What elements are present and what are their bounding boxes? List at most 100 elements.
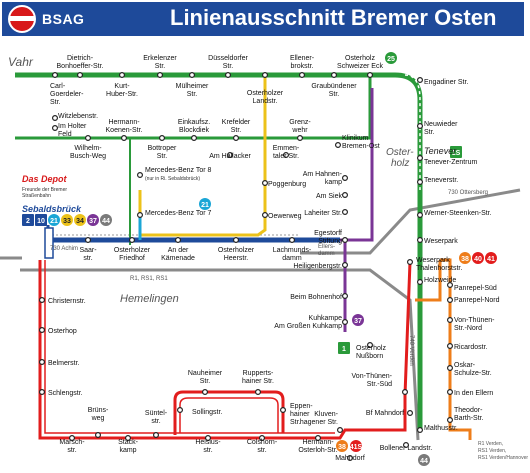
station-label-osterhop[interactable]: Osterhop xyxy=(48,328,77,335)
stop-poggenburg[interactable] xyxy=(262,180,269,187)
station-label-schlengstr[interactable]: Schlengstr. xyxy=(48,390,83,397)
line-badge-weserpark-41[interactable]: 41 xyxy=(485,252,497,264)
station-label-von-thuenen-str-nord[interactable]: Von-Thünen-Str.-Nord xyxy=(454,317,495,332)
stop-bollener-landstr[interactable] xyxy=(403,442,410,449)
bsag-logo[interactable]: BSAG xyxy=(2,2,110,36)
stop-von-thuenen-str-nord[interactable] xyxy=(447,317,454,324)
stop-teneverstr[interactable] xyxy=(417,179,424,186)
stop-kurt-huber-str[interactable] xyxy=(118,71,125,78)
line-badge-weserpark-40[interactable]: 40 xyxy=(472,252,484,264)
station-label-kurt-huber-str[interactable]: Kurt-Huber-Str. xyxy=(106,83,138,98)
station-label-panrepel-nord[interactable]: Panrepel-Nord xyxy=(454,297,500,304)
stop-am-hallacker[interactable] xyxy=(227,152,234,159)
stop-wilhelm-busch-weg[interactable] xyxy=(84,135,91,142)
stop-ellener-brokstr[interactable] xyxy=(299,71,306,78)
stop-im-holter-feld[interactable] xyxy=(51,124,58,131)
station-label-heisiusstr[interactable]: Heisius-str. xyxy=(195,439,221,454)
station-label-stackkamp[interactable]: Stack-kamp xyxy=(118,439,139,454)
station-label-tenever-zentrum[interactable]: Tenever-Zentrum xyxy=(424,159,477,166)
line-badge-sebaldsbrueck-44[interactable]: 44 xyxy=(100,214,112,226)
stop-osterholz-schweizer-eck[interactable] xyxy=(367,71,374,78)
stop-oewerweg[interactable] xyxy=(262,212,269,219)
stop-einkaufszentrum-blockdiek[interactable] xyxy=(191,135,198,142)
station-label-von-thuenen-str-sued[interactable]: Von-Thünen-Str.-Süd xyxy=(352,373,393,388)
stop-dietrich-bonhoeffer-str[interactable] xyxy=(76,71,83,78)
station-label-malthusstr[interactable]: Malthusstr. xyxy=(424,425,458,432)
stop-osterholzer-heerstr[interactable] xyxy=(233,237,240,244)
station-label-engadiner-str[interactable]: Engadiner Str. xyxy=(424,79,468,86)
station-label-christernstr[interactable]: Christernstr. xyxy=(48,298,86,305)
stop-mercedes-benz-tor-7[interactable] xyxy=(137,212,144,219)
station-label-in-den-ellern[interactable]: In den Ellern xyxy=(454,390,493,397)
station-label-grenzwehr[interactable]: Grenz-wehr xyxy=(289,119,311,134)
stop-christernstr[interactable] xyxy=(38,297,45,304)
stop-eppenhainer-str[interactable] xyxy=(280,407,287,414)
stop-werner-steenken-str[interactable] xyxy=(417,212,424,219)
station-label-werner-steenken-str[interactable]: Werner-Steenken-Str. xyxy=(424,210,492,217)
station-label-mercedes-benz-tor-8[interactable]: Mercedes-Benz Tor 8 xyxy=(145,167,212,174)
station-label-am-hahnenkamp[interactable]: Am Hahnen-kamp xyxy=(303,171,343,186)
stop-hermann-osterloh-str[interactable] xyxy=(315,435,322,442)
line-badge-mahndorf-41S[interactable]: 41S xyxy=(350,440,363,452)
line-badge-sebaldsbrueck-37[interactable]: 37 xyxy=(87,214,99,226)
station-label-poggenburg[interactable]: Poggenburg xyxy=(268,181,306,188)
stop-osterholzer-landstr[interactable] xyxy=(262,71,269,78)
station-label-hermann-koenen-str[interactable]: Hermann-Koenen-Str. xyxy=(106,119,143,134)
stop-marschstr[interactable] xyxy=(68,435,75,442)
station-label-einkaufszentrum-blockdiek[interactable]: Einkaufsz.Blockdiek xyxy=(178,119,210,134)
stop-tenever-zentrum[interactable] xyxy=(417,155,424,162)
station-label-mercedes-benz-tor-7[interactable]: Mercedes-Benz Tor 7 xyxy=(145,210,212,217)
stop-mercedes-benz-tor-8[interactable] xyxy=(137,172,144,179)
stop-am-siek[interactable] xyxy=(342,192,349,199)
line-badge-mercedes-benz-tor7[interactable]: 21 xyxy=(199,198,211,210)
stop-kluvenhagener-str[interactable] xyxy=(337,427,344,434)
line-badge-mahndorf-s-44[interactable]: 44 xyxy=(418,454,430,466)
stop-klinikum-bremen-ost[interactable] xyxy=(335,142,342,149)
stop-oskar-schulze-str[interactable] xyxy=(447,365,454,372)
station-label-beim-bohnenhof[interactable]: Beim Bohnenhof xyxy=(290,294,342,301)
stop-laheiter-str[interactable] xyxy=(342,209,349,216)
stop-muehlheimer-str[interactable] xyxy=(189,71,196,78)
stop-ruppertshainer-str[interactable] xyxy=(255,389,262,396)
stop-witzlebenstr[interactable] xyxy=(51,114,58,121)
line-badge-weserpark-38[interactable]: 38 xyxy=(459,252,471,264)
stop-mahndorf[interactable] xyxy=(347,455,354,462)
line-badge-sebaldsbrueck-21[interactable]: 21 xyxy=(48,214,60,226)
station-label-kluvenhagener-str[interactable]: Kluven-hagener Str. xyxy=(300,411,339,426)
stop-kuhkampe-am-grossen-kuhkamp[interactable] xyxy=(342,319,349,326)
stop-von-thuenen-str-sued[interactable] xyxy=(402,389,409,396)
line-badge-sebaldsbrueck-2[interactable]: 2 xyxy=(22,214,34,226)
stop-weserpark[interactable] xyxy=(417,237,424,244)
line-badge-sebaldsbrueck-34[interactable]: 34 xyxy=(74,214,86,226)
stop-osterhop[interactable] xyxy=(38,327,45,334)
stop-stackkamp[interactable] xyxy=(124,435,131,442)
stop-egestorff-stiftung[interactable] xyxy=(342,237,349,244)
station-label-am-hallacker[interactable]: Am Hallacker xyxy=(209,153,251,160)
stop-beim-bohnenhof[interactable] xyxy=(342,293,349,300)
stop-malthusstr[interactable] xyxy=(417,427,424,434)
stop-saarstr[interactable] xyxy=(84,237,91,244)
stop-krefelder-str[interactable] xyxy=(233,135,240,142)
stop-engadiner-str[interactable] xyxy=(417,76,424,83)
stop-theodor-barth-str[interactable] xyxy=(447,417,454,424)
stop-osterholz-nussborn[interactable] xyxy=(367,342,374,349)
station-label-wilhelm-busch-weg[interactable]: Wilhelm-Busch-Weg xyxy=(70,145,106,160)
line-badge-sebaldsbrueck-33[interactable]: 33 xyxy=(61,214,73,226)
stop-holzweide[interactable] xyxy=(417,279,424,286)
station-label-saarstr[interactable]: Saar-str. xyxy=(79,247,97,262)
station-label-ruppertshainer-str[interactable]: Rupperts-hainer Str. xyxy=(242,370,274,385)
stop-am-hahnenkamp[interactable] xyxy=(342,175,349,182)
stop-bottroper-str[interactable] xyxy=(159,135,166,142)
